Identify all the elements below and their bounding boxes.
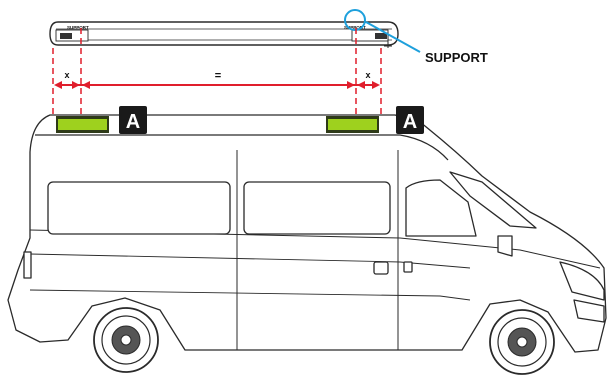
awning-cassette: SUPPORT SUPPORT — [49, 21, 399, 48]
left-bracket — [56, 116, 109, 133]
right-gap-label: x — [365, 70, 370, 80]
support-highlight-circle — [344, 9, 366, 31]
left-support-label: SUPPORT — [67, 25, 89, 30]
support-callout-label: SUPPORT — [425, 50, 488, 65]
support-callout-line — [365, 21, 421, 53]
left-marker-a-label: A — [126, 111, 140, 133]
rear-wheel — [93, 307, 159, 373]
right-marker-a-label: A — [403, 111, 417, 133]
right-support-label: SUPPORT — [344, 25, 366, 30]
left-marker-a: A — [119, 106, 147, 134]
right-marker-a: A — [396, 106, 424, 134]
dimension-arrowheads — [54, 81, 380, 89]
right-bracket — [326, 116, 379, 133]
middle-equal-label: = — [215, 70, 221, 82]
support-callout: SUPPORT — [344, 9, 488, 65]
front-wheel — [489, 309, 555, 375]
van-outline — [7, 114, 607, 353]
left-gap-label: x — [64, 70, 69, 80]
